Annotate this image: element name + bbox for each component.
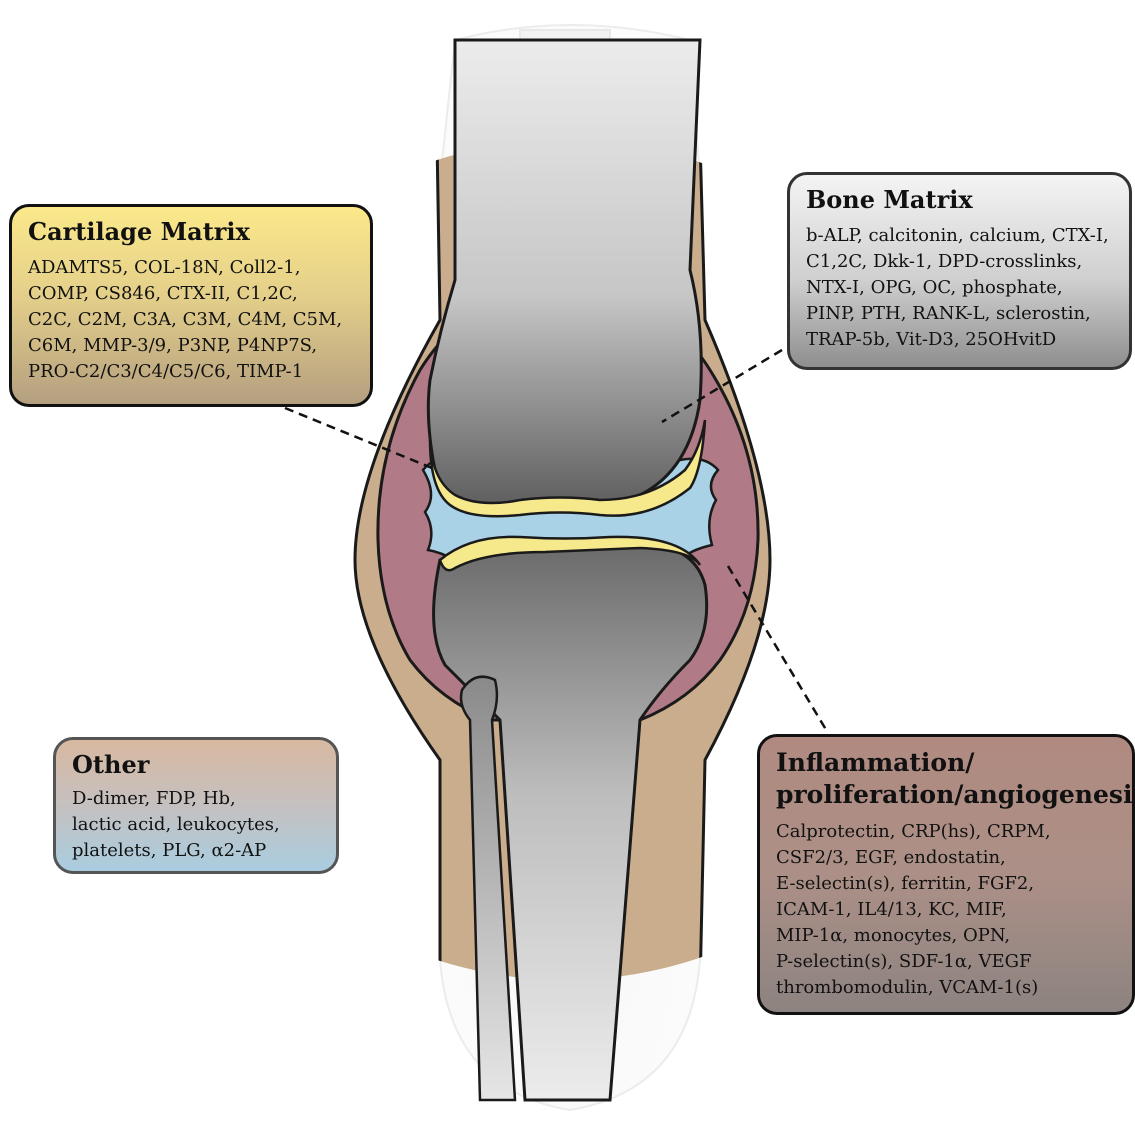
bone-matrix-biomarkers: b-ALP, calcitonin, calcium, CTX-I, C1,2C…: [806, 223, 1115, 353]
other-title: Other: [72, 750, 322, 780]
bone-matrix-title: Bone Matrix: [806, 185, 1115, 215]
bone-matrix-box: Bone Matrix b-ALP, calcitonin, calcium, …: [787, 172, 1132, 370]
inflammation-biomarkers: Calprotectin, CRP(hs), CRPM, CSF2/3, EGF…: [776, 819, 1118, 1001]
inflammation-title: Inflammation/ proliferation/angiogenesis: [776, 747, 1118, 811]
inflammation-box: Inflammation/ proliferation/angiogenesis…: [757, 734, 1135, 1015]
other-box: Other D-dimer, FDP, Hb, lactic acid, leu…: [53, 737, 339, 874]
cartilage-matrix-title: Cartilage Matrix: [28, 217, 356, 247]
other-biomarkers: D-dimer, FDP, Hb, lactic acid, leukocyte…: [72, 786, 322, 864]
cartilage-matrix-box: Cartilage Matrix ADAMTS5, COL-18N, Coll2…: [9, 204, 373, 407]
cartilage-matrix-biomarkers: ADAMTS5, COL-18N, Coll2-1, COMP, CS846, …: [28, 255, 356, 385]
femur-bone: [428, 40, 701, 506]
